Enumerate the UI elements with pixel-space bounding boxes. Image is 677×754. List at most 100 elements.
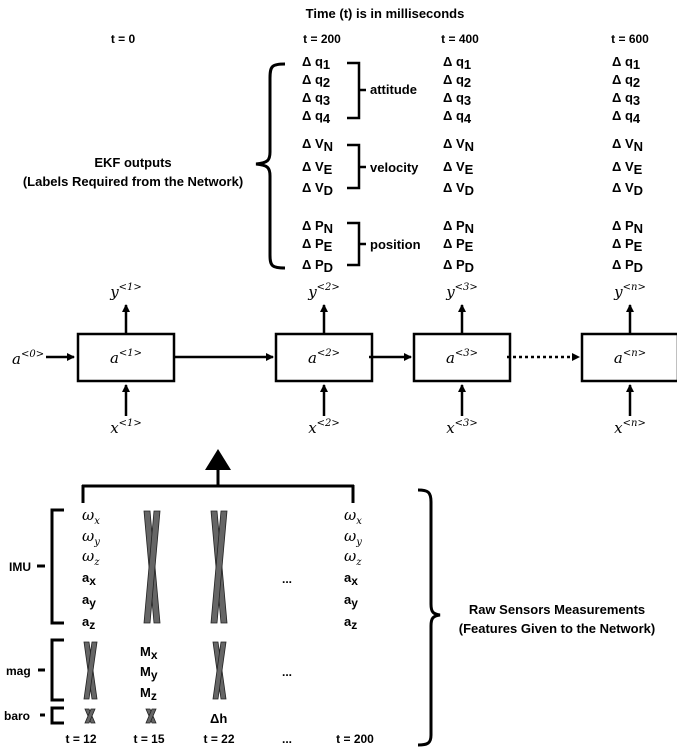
ekf-output-attitude-4: Δ q4 <box>302 108 331 126</box>
time-header-t0: t = 0 <box>111 32 136 46</box>
mag-bracket <box>38 638 64 702</box>
attitude-bracket <box>347 61 366 120</box>
raw-sensors-label-line1: Raw Sensors Measurements <box>469 602 645 617</box>
mag-t15-m-y: My <box>140 664 158 682</box>
sensor-time-t200: t = 200 <box>336 732 374 746</box>
imu-label: IMU <box>9 560 31 574</box>
imu-t12-a-z: az <box>82 614 95 632</box>
input-label-x-1: x<1> <box>110 418 142 437</box>
ekf-output-attitude-4: Δ q4 <box>612 108 641 126</box>
rnn-cells: a<1>y<1>x<1>a<2>y<2>x<2>a<3>y<3>x<3>a<n>… <box>76 282 677 437</box>
ekf-output-attitude-2: Δ q2 <box>612 72 640 90</box>
ekf-output-attitude-2: Δ q2 <box>443 72 471 90</box>
output-label-y-2: y<2> <box>307 282 340 301</box>
mag-ellipsis: ... <box>282 665 292 679</box>
imu-t200-omega-x: ωx <box>344 506 362 527</box>
ekf-output-attitude-2: Δ q2 <box>302 72 330 90</box>
sensor-time-t12: t = 12 <box>65 732 96 746</box>
ekf-output-position-e: Δ PE <box>612 236 643 254</box>
missing-imu-t22-icon <box>210 510 228 624</box>
ekf-output-velocity-n: Δ VN <box>612 136 643 154</box>
imu-ellipsis: ... <box>282 572 292 586</box>
ekf-label-line1: EKF outputs <box>94 155 171 170</box>
imu-t200-a-y: ay <box>344 592 358 610</box>
ekf-output-velocity-d: Δ VD <box>443 180 474 198</box>
initial-activation-label: a<0> <box>12 349 44 368</box>
feature-input-arrowhead <box>205 449 231 470</box>
imu-t12-omega-y: ωy <box>82 527 100 548</box>
baro-label: baro <box>4 709 30 723</box>
sensor-time-ellipsis: ... <box>282 732 292 746</box>
sensor-time-t15: t = 15 <box>133 732 164 746</box>
rnn-cell-1 <box>76 332 176 383</box>
ekf-output-velocity-e: Δ VE <box>443 159 474 177</box>
ekf-output-attitude-1: Δ q1 <box>443 54 471 72</box>
ekf-column-t600: Δ q1Δ q2Δ q3Δ q4Δ VNΔ VEΔ VDΔ PNΔ PEΔ PD <box>612 54 643 275</box>
position-bracket <box>347 221 366 267</box>
imu-bracket <box>37 508 64 625</box>
rnn-cell-2 <box>274 332 374 383</box>
activation-label-2: a<2> <box>308 348 340 367</box>
activation-label-n: a<n> <box>614 348 646 367</box>
attitude-label: attitude <box>370 82 417 97</box>
ekf-output-attitude-3: Δ q3 <box>443 90 471 108</box>
ekf-output-position-e: Δ PE <box>443 236 474 254</box>
activation-label-1: a<1> <box>110 348 142 367</box>
missing-baro-t12-icon <box>84 708 96 724</box>
imu-t12-a-x: ax <box>82 570 96 588</box>
sensor-time-t22: t = 22 <box>203 732 234 746</box>
time-header-t600: t = 600 <box>611 32 649 46</box>
ekf-output-velocity-n: Δ VN <box>443 136 474 154</box>
velocity-label: velocity <box>370 160 419 175</box>
missing-mag-t12-icon <box>83 641 98 700</box>
time-header-t200: t = 200 <box>303 32 341 46</box>
ekf-output-position-d: Δ PD <box>443 257 474 275</box>
input-label-x-2: x<2> <box>308 418 340 437</box>
output-label-y-n: y<n> <box>613 282 646 301</box>
raw-sensors-brace <box>417 488 441 747</box>
diagram-title: Time (t) is in milliseconds <box>306 6 465 21</box>
output-label-y-3: y<3> <box>445 282 478 301</box>
ekf-output-position-d: Δ PD <box>302 257 333 275</box>
missing-mag-t22-icon <box>212 641 227 700</box>
baro-delta-h: Δh <box>210 711 227 726</box>
ekf-output-velocity-e: Δ VE <box>612 159 643 177</box>
mag-label: mag <box>6 664 31 678</box>
mag-t15-m-x: Mx <box>140 644 158 662</box>
raw-sensors-label-line2: (Features Given to the Network) <box>459 621 655 636</box>
imu-t200-a-z: az <box>344 614 357 632</box>
ekf-output-velocity-e: Δ VE <box>302 159 333 177</box>
ekf-column-t400: Δ q1Δ q2Δ q3Δ q4Δ VNΔ VEΔ VDΔ PNΔ PEΔ PD <box>443 54 474 275</box>
ekf-output-velocity-d: Δ VD <box>612 180 643 198</box>
ekf-output-attitude-3: Δ q3 <box>612 90 640 108</box>
missing-baro-t15-icon <box>145 708 157 724</box>
ekf-output-position-n: Δ PN <box>443 218 474 236</box>
ekf-output-velocity-d: Δ VD <box>302 180 333 198</box>
ekf-column-t200: Δ q1Δ q2Δ q3Δ q4Δ VNΔ VEΔ VDΔ PNΔ PEΔ PD <box>302 54 333 275</box>
imu-t12-omega-x: ωx <box>82 506 100 527</box>
mag-t15-m-z: Mz <box>140 685 157 703</box>
ekf-output-velocity-n: Δ VN <box>302 136 333 154</box>
missing-imu-t15-icon <box>143 510 161 624</box>
input-label-x-n: x<n> <box>614 418 646 437</box>
baro-bracket <box>40 706 64 725</box>
ekf-label-line2: (Labels Required from the Network) <box>23 174 243 189</box>
imu-t200-a-x: ax <box>344 570 358 588</box>
position-label: position <box>370 237 421 252</box>
ekf-output-attitude-1: Δ q1 <box>612 54 640 72</box>
imu-t200-omega-z: ωz <box>344 547 362 568</box>
velocity-bracket <box>347 143 366 190</box>
ekf-output-attitude-1: Δ q1 <box>302 54 330 72</box>
imu-t12-a-y: ay <box>82 592 96 610</box>
ekf-output-position-e: Δ PE <box>302 236 333 254</box>
ekf-output-position-n: Δ PN <box>302 218 333 236</box>
output-label-y-1: y<1> <box>109 282 142 301</box>
ekf-output-position-n: Δ PN <box>612 218 643 236</box>
activation-label-3: a<3> <box>446 348 478 367</box>
imu-t12-omega-z: ωz <box>82 547 100 568</box>
